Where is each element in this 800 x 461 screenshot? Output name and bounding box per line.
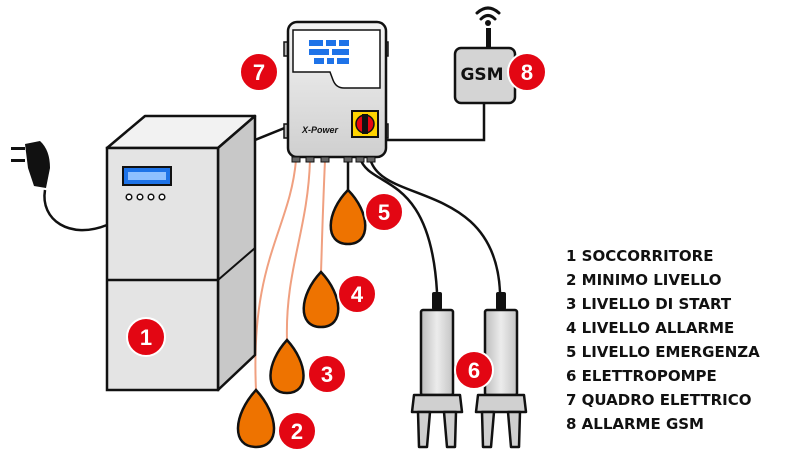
legend-item: 7 QUADRO ELETTRICO <box>566 391 752 409</box>
legend: 1 SOCCORRITORE 2 MINIMO LIVELLO 3 LIVELL… <box>566 244 760 436</box>
legend-item: 2 MINIMO LIVELLO <box>566 271 722 289</box>
controller-display <box>309 40 349 64</box>
badge-5: 5 <box>364 192 404 232</box>
badge-3: 3 <box>307 354 347 394</box>
controller-brand: X-Power <box>301 125 339 135</box>
controller-to-gsm-cable <box>382 100 486 142</box>
gsm-label: GSM <box>460 65 503 85</box>
svg-text:6: 6 <box>468 358 480 383</box>
badge-4: 4 <box>337 274 377 314</box>
legend-item: 6 ELETTROPOMPE <box>566 367 717 385</box>
badge-2: 2 <box>277 411 317 451</box>
float-4-wire <box>320 159 326 273</box>
floats <box>236 188 367 449</box>
svg-text:4: 4 <box>351 282 364 307</box>
legend-item: 8 ALLARME GSM <box>566 415 704 433</box>
float-3 <box>269 338 305 395</box>
badge-7: 7 <box>239 52 279 92</box>
ups-buttons <box>125 193 166 201</box>
float-4 <box>302 270 340 329</box>
float-5 <box>329 188 367 246</box>
rotary-switch[interactable] <box>351 110 379 138</box>
power-cable <box>43 189 108 232</box>
legend-item: 4 LIVELLO ALLARME <box>566 319 735 337</box>
svg-text:3: 3 <box>321 362 333 387</box>
cable-glands <box>291 156 376 163</box>
badge-6: 6 <box>454 350 494 390</box>
float-3-wire <box>285 159 311 341</box>
legend-item: 1 SOCCORRITORE <box>566 247 714 265</box>
svg-text:7: 7 <box>253 60 265 85</box>
gsm-module: GSM <box>453 6 517 105</box>
svg-text:8: 8 <box>521 60 533 85</box>
svg-text:5: 5 <box>378 200 390 225</box>
badge-1: 1 <box>126 317 166 357</box>
pump-right-cable <box>368 157 502 293</box>
pump-left-cable <box>358 157 439 293</box>
pump-left <box>410 292 464 449</box>
controller-box: X-Power <box>283 20 389 163</box>
wifi-signal-icon <box>475 6 501 21</box>
svg-text:1: 1 <box>140 325 152 350</box>
legend-item: 5 LIVELLO EMERGENZA <box>566 343 760 361</box>
legend-item: 3 LIVELLO DI START <box>566 295 732 313</box>
ups-cabinet <box>105 114 257 392</box>
badges: 1 2 3 4 5 6 7 8 <box>126 52 547 451</box>
badge-8: 8 <box>507 52 547 92</box>
plug-icon <box>11 141 50 188</box>
svg-text:2: 2 <box>291 419 303 444</box>
float-2 <box>236 388 276 449</box>
